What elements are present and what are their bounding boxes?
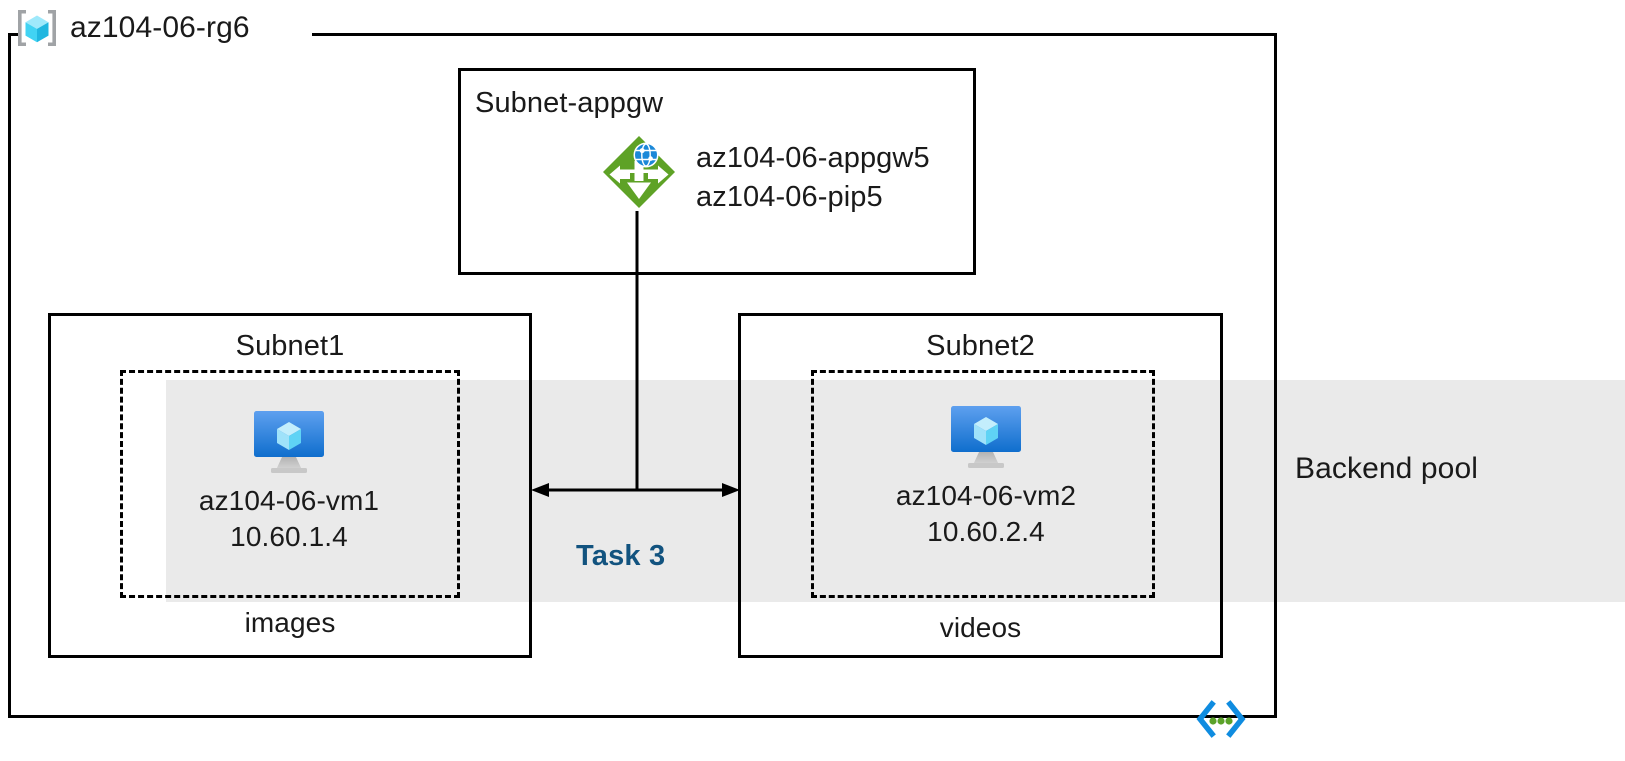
subnet1-caption: images <box>244 607 336 638</box>
vm2-ip: 10.60.2.4 <box>927 515 1045 547</box>
backend-pool-label: Backend pool <box>1295 452 1479 485</box>
subnet1-dashed-group <box>120 370 460 598</box>
subnet-appgw-box: Subnet-appgw <box>458 68 976 275</box>
application-gateway-group: az104-06-appgw5 az104-06-pip5 <box>600 133 930 217</box>
public-ip-resource-name: az104-06-pip5 <box>696 180 883 213</box>
vm1-group: az104-06-vm1 10.60.1.4 <box>139 405 439 555</box>
virtual-network-icon <box>1196 700 1246 738</box>
virtual-machine-icon <box>951 406 1021 468</box>
vm2-group: az104-06-vm2 10.60.2.4 <box>836 400 1136 550</box>
resource-group-cube-icon <box>18 10 56 46</box>
subnet-appgw-title: Subnet-appgw <box>475 87 664 119</box>
subnet2-title: Subnet2 <box>926 330 1035 362</box>
subnet2-dashed-group <box>811 370 1155 598</box>
vm1-ip: 10.60.1.4 <box>230 520 348 552</box>
resource-group-label-notch <box>20 20 312 50</box>
subnet1-box: Subnet1 <box>48 313 532 658</box>
task3-annotation: Task 3 <box>576 540 666 572</box>
vm1-name: az104-06-vm1 <box>198 485 380 516</box>
resource-group-name: az104-06-rg6 <box>70 11 250 44</box>
backend-pool-band <box>166 380 1625 602</box>
vm2-name: az104-06-vm2 <box>895 480 1077 511</box>
subnet1-title: Subnet1 <box>235 330 345 362</box>
resource-group-header: az104-06-rg6 <box>14 2 250 54</box>
application-gateway-labels: az104-06-appgw5 az104-06-pip5 <box>696 133 930 217</box>
resource-group-boundary <box>8 33 1277 718</box>
appgw-resource-name: az104-06-appgw5 <box>696 142 930 174</box>
virtual-machine-icon <box>254 411 324 473</box>
subnet2-caption: videos <box>939 612 1022 643</box>
application-gateway-icon <box>603 136 675 208</box>
